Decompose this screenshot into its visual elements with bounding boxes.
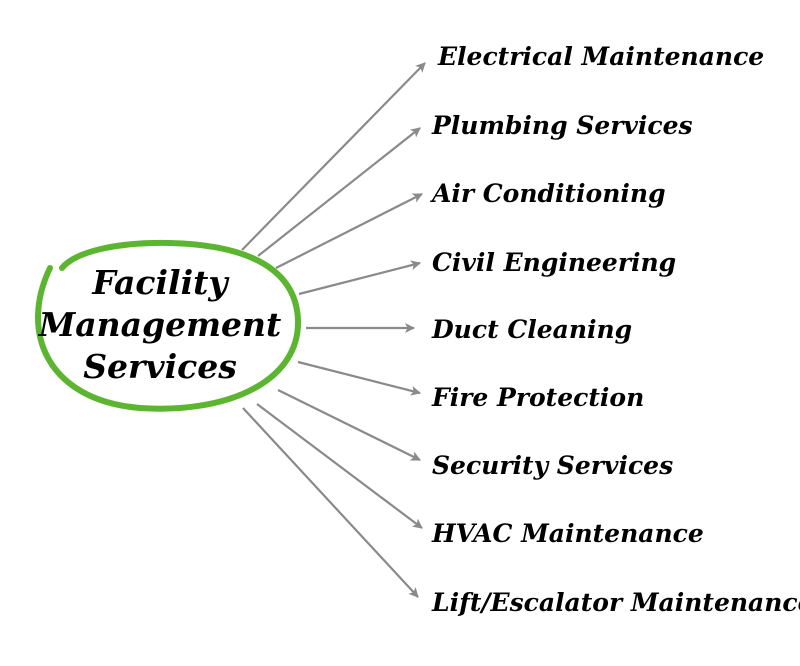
service-label-duct-cleaning: Duct Cleaning	[432, 315, 633, 344]
center-title-line-2: Management	[38, 305, 282, 344]
arrow-air-conditioning	[275, 193, 423, 269]
service-label-security-services: Security Services	[432, 451, 674, 480]
center-title-line-3: Services	[83, 347, 237, 386]
arrow-security-services	[277, 389, 421, 461]
arrow-electrical-maintenance	[241, 62, 426, 251]
arrow-civil-engineering	[298, 260, 421, 296]
center-ellipse-ring	[35, 239, 302, 412]
service-label-air-conditioning: Air Conditioning	[432, 179, 666, 208]
arrow-hvac-maintenance	[256, 403, 423, 529]
center-title: Facility Management Services	[35, 262, 285, 388]
service-label-hvac-maintenance: HVAC Maintenance	[432, 519, 704, 548]
center-title-line-1: Facility	[92, 263, 228, 302]
service-label-lift-escalator-maintenance: Lift/Escalator Maintenance	[432, 588, 800, 617]
arrow-lift-escalator-maintenance	[242, 407, 419, 598]
service-label-fire-protection: Fire Protection	[432, 383, 645, 412]
service-label-plumbing-services: Plumbing Services	[432, 111, 693, 140]
arrow-plumbing-services	[257, 127, 421, 257]
service-label-electrical-maintenance: Electrical Maintenance	[438, 42, 765, 71]
arrows-group	[241, 62, 426, 598]
service-label-civil-engineering: Civil Engineering	[432, 248, 677, 277]
arrow-fire-protection	[297, 360, 421, 396]
